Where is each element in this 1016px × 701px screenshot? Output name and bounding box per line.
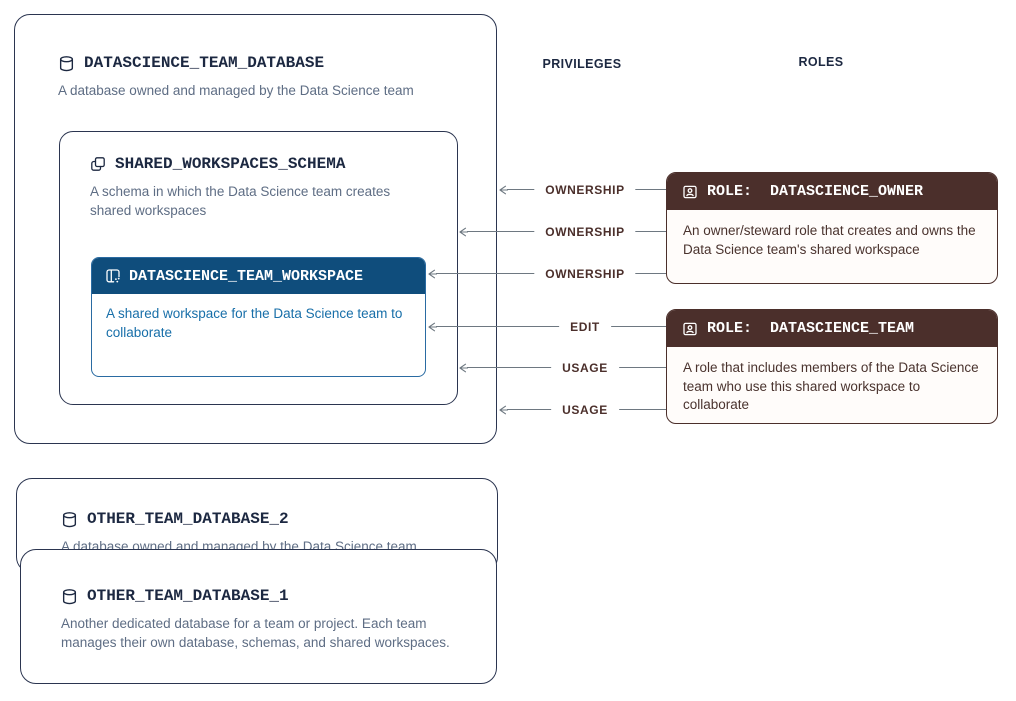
other-database-1-title-row: OTHER_TEAM_DATABASE_1 xyxy=(61,587,454,605)
arrow-left-icon xyxy=(459,227,468,237)
schema-title-row: SHARED_WORKSPACES_SCHEMA xyxy=(90,155,427,173)
role-card-owner: ROLE: DATASCIENCE_OWNER An owner/steward… xyxy=(666,172,998,284)
database-title: DATASCIENCE_TEAM_DATABASE xyxy=(84,54,325,72)
privileges-column-header: PRIVILEGES xyxy=(542,57,622,71)
arrow-left-icon xyxy=(499,405,508,415)
arrow-left-icon xyxy=(428,269,437,279)
workspace-card: DATASCIENCE_TEAM_WORKSPACE A shared work… xyxy=(91,257,426,377)
privilege-label: OWNERSHIP xyxy=(534,182,636,198)
workspace-icon xyxy=(106,269,120,283)
privilege-arrow-ownership-workspace: OWNERSHIP xyxy=(427,266,666,282)
workspace-title: DATASCIENCE_TEAM_WORKSPACE xyxy=(129,267,364,285)
schema-title: SHARED_WORKSPACES_SCHEMA xyxy=(115,155,346,173)
privilege-label: OWNERSHIP xyxy=(534,266,636,282)
privilege-arrow-ownership-schema: OWNERSHIP xyxy=(458,224,666,240)
role-badge-icon xyxy=(683,185,697,198)
role-team-description: A role that includes members of the Data… xyxy=(683,360,979,413)
privilege-label: EDIT xyxy=(559,319,611,335)
privilege-label: USAGE xyxy=(551,360,619,376)
database-icon xyxy=(59,55,74,71)
privilege-label: USAGE xyxy=(551,402,619,418)
privilege-arrow-usage-database: USAGE xyxy=(498,402,666,418)
workspace-header: DATASCIENCE_TEAM_WORKSPACE xyxy=(92,258,425,294)
privilege-arrow-usage-schema: USAGE xyxy=(458,360,666,376)
role-owner-title: ROLE: DATASCIENCE_OWNER xyxy=(707,183,924,200)
arrow-left-icon xyxy=(499,185,508,195)
privilege-arrow-edit-workspace: EDIT xyxy=(427,319,666,335)
schema-icon xyxy=(91,157,105,171)
role-team-title: ROLE: DATASCIENCE_TEAM xyxy=(707,320,915,337)
database-description: A database owned and managed by the Data… xyxy=(58,83,414,98)
other-database-1-title: OTHER_TEAM_DATABASE_1 xyxy=(87,587,289,605)
role-badge-icon xyxy=(683,322,697,335)
privilege-label: OWNERSHIP xyxy=(534,224,636,240)
role-owner-description: An owner/steward role that creates and o… xyxy=(683,223,976,257)
role-card-team: ROLE: DATASCIENCE_TEAM A role that inclu… xyxy=(666,309,998,424)
arrow-left-icon xyxy=(459,363,468,373)
privilege-arrow-ownership-database: OWNERSHIP xyxy=(498,182,666,198)
schema-card: SHARED_WORKSPACES_SCHEMA A schema in whi… xyxy=(59,131,458,405)
arrow-left-icon xyxy=(428,322,437,332)
roles-column-header: ROLES xyxy=(798,55,844,69)
workspace-description: A shared workspace for the Data Science … xyxy=(106,306,403,340)
role-owner-header: ROLE: DATASCIENCE_OWNER xyxy=(667,173,997,210)
database-icon xyxy=(62,588,77,604)
schema-description: A schema in which the Data Science team … xyxy=(90,184,391,219)
database-title-row: DATASCIENCE_TEAM_DATABASE xyxy=(58,54,454,72)
other-database-2-title-row: OTHER_TEAM_DATABASE_2 xyxy=(61,510,455,528)
database-icon xyxy=(62,511,77,527)
other-database-1-card: OTHER_TEAM_DATABASE_1 Another dedicated … xyxy=(20,549,497,684)
database-card: DATASCIENCE_TEAM_DATABASE A database own… xyxy=(14,14,497,444)
role-team-header: ROLE: DATASCIENCE_TEAM xyxy=(667,310,997,347)
other-database-1-description: Another dedicated database for a team or… xyxy=(61,616,450,651)
other-database-2-title: OTHER_TEAM_DATABASE_2 xyxy=(87,510,289,528)
